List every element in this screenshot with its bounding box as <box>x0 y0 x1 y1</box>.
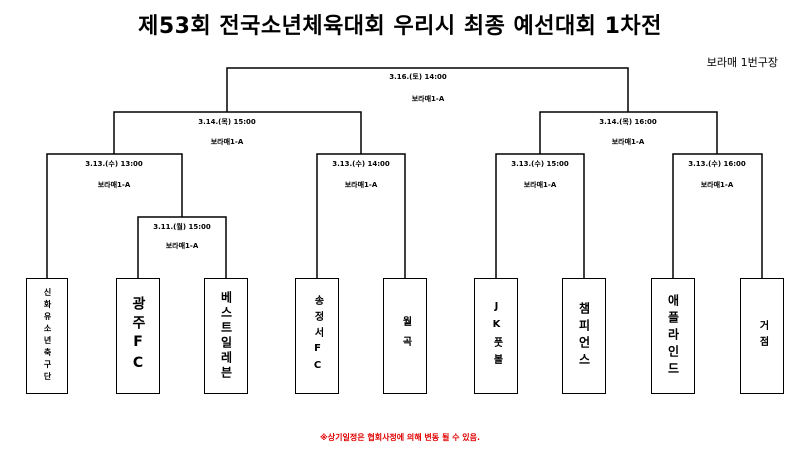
team-box-t2: 광주FC <box>116 278 160 394</box>
bracket-line-m2 <box>46 153 183 278</box>
team-box-t8: 애플라인드 <box>651 278 695 394</box>
team-box-t9: 거점 <box>740 278 784 394</box>
match-field-m1: 보라매1-A <box>166 241 199 250</box>
team-box-t1: 신화유소년축구단 <box>26 278 68 394</box>
team-box-t7: 챔피언스 <box>562 278 606 394</box>
match-field-m7: 보라매1-A <box>612 137 645 146</box>
team-name: 신화유소년축구단 <box>43 288 52 384</box>
match-field-m4: 보라매1-A <box>524 180 557 189</box>
bracket-line-m8 <box>226 67 629 112</box>
team-name: 베스트일레븐 <box>219 291 233 381</box>
bracket-line-m6 <box>113 111 362 154</box>
team-name: 챔피언스 <box>577 302 591 370</box>
team-name: 월곡 <box>400 316 411 356</box>
team-box-t4: 송정서FC <box>295 278 339 394</box>
bracket-line-m5 <box>672 153 763 278</box>
match-date-m3: 3.13.(수) 14:00 <box>332 160 390 168</box>
schedule-note: ※상기일정은 협회사정에 의해 변동 될 수 있음. <box>319 433 480 442</box>
team-name: 거점 <box>757 320 768 352</box>
match-date-m4: 3.13.(수) 15:00 <box>511 160 569 168</box>
bracket-line-m4 <box>495 153 585 278</box>
match-field-m5: 보라매1-A <box>701 180 734 189</box>
match-field-m8: 보라매1-A <box>412 94 445 103</box>
bracket-line-m3 <box>316 153 406 278</box>
team-name: 애플라인드 <box>666 293 680 379</box>
match-date-m7: 3.14.(목) 16:00 <box>599 117 657 126</box>
match-field-m2: 보라매1-A <box>98 180 131 189</box>
team-box-t6: JK풋볼 <box>474 278 518 394</box>
match-field-m6: 보라매1-A <box>211 137 244 146</box>
page-title: 제53회 전국소년체육대회 우리시 최종 예선대회 1차전 <box>138 14 662 39</box>
match-date-m6: 3.14.(목) 15:00 <box>198 117 256 126</box>
team-box-t3: 베스트일레븐 <box>204 278 248 394</box>
match-date-m8: 3.16.(토) 14:00 <box>389 73 447 81</box>
venue-label: 보라매 1번구장 <box>706 56 778 69</box>
team-box-t5: 월곡 <box>383 278 427 394</box>
match-date-m1: 3.11.(월) 15:00 <box>153 222 211 231</box>
bracket-lines <box>46 67 763 278</box>
match-date-m5: 3.13.(수) 16:00 <box>688 160 746 168</box>
match-field-m3: 보라매1-A <box>345 180 378 189</box>
team-name: JK풋볼 <box>491 301 502 371</box>
match-date-m2: 3.13.(수) 13:00 <box>85 160 143 168</box>
team-name: 송정서FC <box>312 295 323 377</box>
team-name: 광주FC <box>130 296 146 376</box>
